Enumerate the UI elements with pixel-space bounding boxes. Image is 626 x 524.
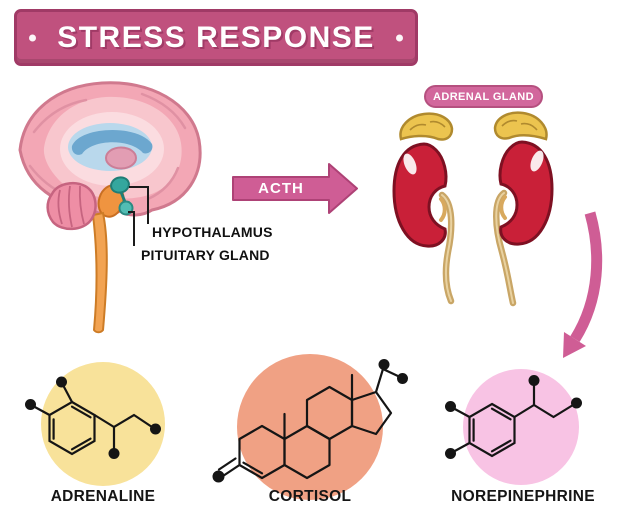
right-kidney-shine <box>530 150 544 172</box>
thalamus <box>105 146 137 170</box>
hormone-label-adrenaline: ADRENALINE <box>50 488 156 505</box>
acth-arrow <box>232 163 358 214</box>
right-ureter-highlight <box>495 192 514 304</box>
page-title: STRESS RESPONSE <box>57 20 375 54</box>
curved-down-arrow <box>563 211 603 358</box>
left-adrenal-gland <box>399 112 454 141</box>
spinal-cord <box>91 211 108 334</box>
pituitary-stalk <box>119 191 127 203</box>
cortisol-structure <box>212 359 408 483</box>
right-kidney <box>498 140 554 246</box>
pituitary-gland-label: PITUITARY GLAND <box>141 247 270 263</box>
acth-arrow-label: ACTH <box>258 180 304 197</box>
adrenal-gland-badge-label: ADRENAL GLAND <box>433 90 534 103</box>
left-kidney <box>392 142 448 248</box>
norepinephrine-structure <box>445 375 582 459</box>
left-kidney-shine <box>403 153 417 175</box>
adrenaline-structure <box>25 376 161 459</box>
kidneys-illustration <box>392 111 554 307</box>
hormone-label-norepinephrine: NOREPINEPHRINE <box>451 488 595 505</box>
norepinephrine-circle <box>463 369 579 485</box>
title-banner: STRESS RESPONSE <box>14 9 418 66</box>
rivet-dot-icon <box>396 34 403 41</box>
hypothalamus-label: HYPOTHALAMUS <box>152 224 273 240</box>
brain-illustration <box>18 81 202 334</box>
right-adrenal-gland <box>493 111 548 141</box>
hypothalamus-pointer-line <box>129 186 149 224</box>
adrenal-gland-badge: ADRENAL GLAND <box>424 85 543 108</box>
rivet-dot-icon <box>29 34 36 41</box>
pituitary-pointer-line <box>128 211 135 246</box>
left-ureter-highlight <box>441 194 453 302</box>
left-renal-pelvis <box>439 197 447 222</box>
cerebellum <box>46 182 97 231</box>
right-renal-pelvis <box>499 195 507 220</box>
hormone-label-cortisol: CORTISOL <box>268 488 352 505</box>
